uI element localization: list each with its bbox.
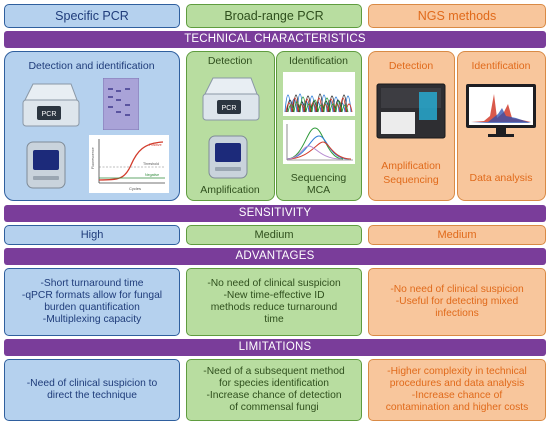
- data-analysis-monitor-icon: [466, 84, 536, 137]
- limitation-line: -Need of a subsequent method: [203, 365, 345, 377]
- sensitivity-broad: Medium: [186, 225, 362, 245]
- advantage-line: -No need of clinical suspicion: [207, 277, 341, 289]
- gel-electrophoresis-icon: [103, 78, 139, 130]
- advantages-ngs: -No need of clinical suspicion -Useful f…: [368, 268, 546, 336]
- advantage-line: -Short turnaround time: [40, 277, 144, 289]
- section-sensitivity: SENSITIVITY: [4, 205, 546, 222]
- advantage-line: -Useful for detecting mixed: [395, 295, 519, 307]
- section-advantages: ADVANTAGES: [4, 248, 546, 265]
- melt-curve-icon: [283, 120, 355, 164]
- limitation-line: procedures and data analysis: [389, 377, 525, 389]
- limitation-line: -Increase chance of detection: [206, 390, 342, 401]
- limitations-ngs: -Higher complexity in technical procedur…: [368, 359, 546, 421]
- ngs-identification-label: Identification: [471, 60, 531, 72]
- broad-amplification-label: Amplification: [200, 184, 260, 196]
- limitation-line: -Higher complexity in technical: [387, 365, 527, 377]
- advantage-line: -qPCR formats allow for fungal: [21, 289, 163, 301]
- advantage-line: -New time-effective ID: [223, 289, 325, 301]
- specific-technical-panel: Detection and identification PCR Fluores…: [4, 51, 180, 201]
- ngs-detection-panel: Detection Amplification Sequencing: [368, 51, 455, 201]
- ngs-detection-methods: Amplification Sequencing: [369, 160, 453, 187]
- header-specific-pcr: Specific PCR: [4, 4, 180, 28]
- limitation-line: -Increase chance of: [411, 390, 503, 401]
- ngs-detection-label: Detection: [388, 60, 434, 72]
- broad-sequencing-label: Sequencing: [290, 172, 347, 184]
- broad-identification-panel: Identification Sequencing MCA: [276, 51, 362, 201]
- advantages-broad: -No need of clinical suspicion -New time…: [186, 268, 362, 336]
- limitation-line: for species identification: [219, 377, 329, 389]
- broad-detection-label: Detection: [207, 55, 253, 67]
- limitations-broad: -Need of a subsequent method for species…: [186, 359, 362, 421]
- advantage-line: -No need of clinical suspicion: [390, 283, 524, 295]
- advantage-line: infections: [435, 308, 479, 320]
- qpcr-instrument-icon: [26, 141, 66, 189]
- sequencing-chromatogram-icon: [283, 72, 355, 116]
- section-limitations: LIMITATIONS: [4, 339, 546, 356]
- ngs-sequencer-icon: [376, 83, 446, 139]
- thermocycler-icon: PCR: [22, 83, 80, 127]
- broad-mca-label: MCA: [306, 184, 331, 197]
- sensitivity-ngs: Medium: [368, 225, 546, 245]
- limitation-line: contamination and higher costs: [385, 402, 529, 414]
- ngs-identification-panel: Identification Data analysis: [457, 51, 546, 201]
- advantage-line: methods reduce turnaround: [210, 302, 338, 313]
- ngs-data-analysis-label: Data analysis: [469, 172, 533, 184]
- plot-negative-label: Negative: [145, 173, 159, 177]
- advantage-line: -Multiplexing capacity: [42, 314, 142, 326]
- thermocycler-label: PCR: [42, 111, 57, 118]
- amplification-curve-plot: Fluorescence Cycles Positive Threshold N…: [89, 135, 169, 193]
- ngs-sequencing-label: Sequencing: [383, 173, 439, 186]
- plot-positive-label: Positive: [149, 143, 162, 147]
- advantages-specific: -Short turnaround time -qPCR formats all…: [4, 268, 180, 336]
- header-broad-range-pcr: Broad-range PCR: [186, 4, 362, 28]
- plot-ylabel: Fluorescence: [91, 147, 95, 169]
- ngs-amplification-label: Amplification: [381, 160, 441, 172]
- limitation-line: of commensal fungi: [229, 402, 319, 414]
- section-technical-characteristics: TECHNICAL CHARACTERISTICS: [4, 31, 546, 48]
- qpcr-instrument-icon: [208, 135, 248, 179]
- limitation-line: -Need of clinical suspicion to: [26, 377, 158, 389]
- thermocycler-label: PCR: [222, 105, 237, 112]
- broad-identification-label: Identification: [289, 55, 348, 67]
- broad-identification-methods: Sequencing MCA: [277, 172, 360, 196]
- limitations-specific: -Need of clinical suspicion to direct th…: [4, 359, 180, 421]
- limitation-line: direct the technique: [47, 390, 137, 401]
- sensitivity-specific: High: [4, 225, 180, 245]
- advantage-line: time: [264, 314, 284, 326]
- broad-detection-panel: Detection PCR Amplification: [186, 51, 275, 201]
- plot-xlabel: Cycles: [129, 186, 141, 191]
- specific-technical-title: Detection and identification: [28, 60, 155, 72]
- thermocycler-icon: PCR: [202, 77, 260, 121]
- advantage-line: burden quantification: [44, 302, 140, 313]
- header-ngs-methods: NGS methods: [368, 4, 546, 28]
- plot-threshold-label: Threshold: [143, 162, 159, 166]
